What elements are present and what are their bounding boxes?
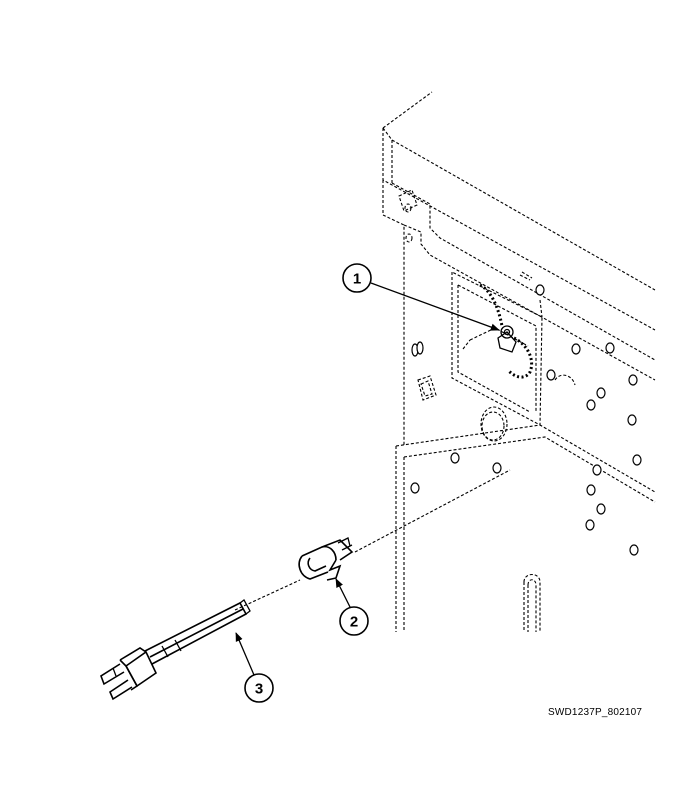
callout-2-label: 2 [350,614,358,631]
assembly-centerline [234,469,511,611]
callout-3: 3 [244,673,274,703]
machine-cabinet [382,91,656,632]
cabinet-holes [410,271,642,632]
junction-box-recess [451,271,543,426]
leader-lines [235,282,500,676]
callout-2: 2 [339,606,369,636]
power-cord [100,599,251,701]
strain-relief-bushing [298,537,354,581]
callout-1-label: 1 [353,271,361,288]
drawing-part-code: SWD1237P_802107 [548,707,643,718]
callout-3-label: 3 [255,681,263,698]
callout-1: 1 [342,263,372,293]
